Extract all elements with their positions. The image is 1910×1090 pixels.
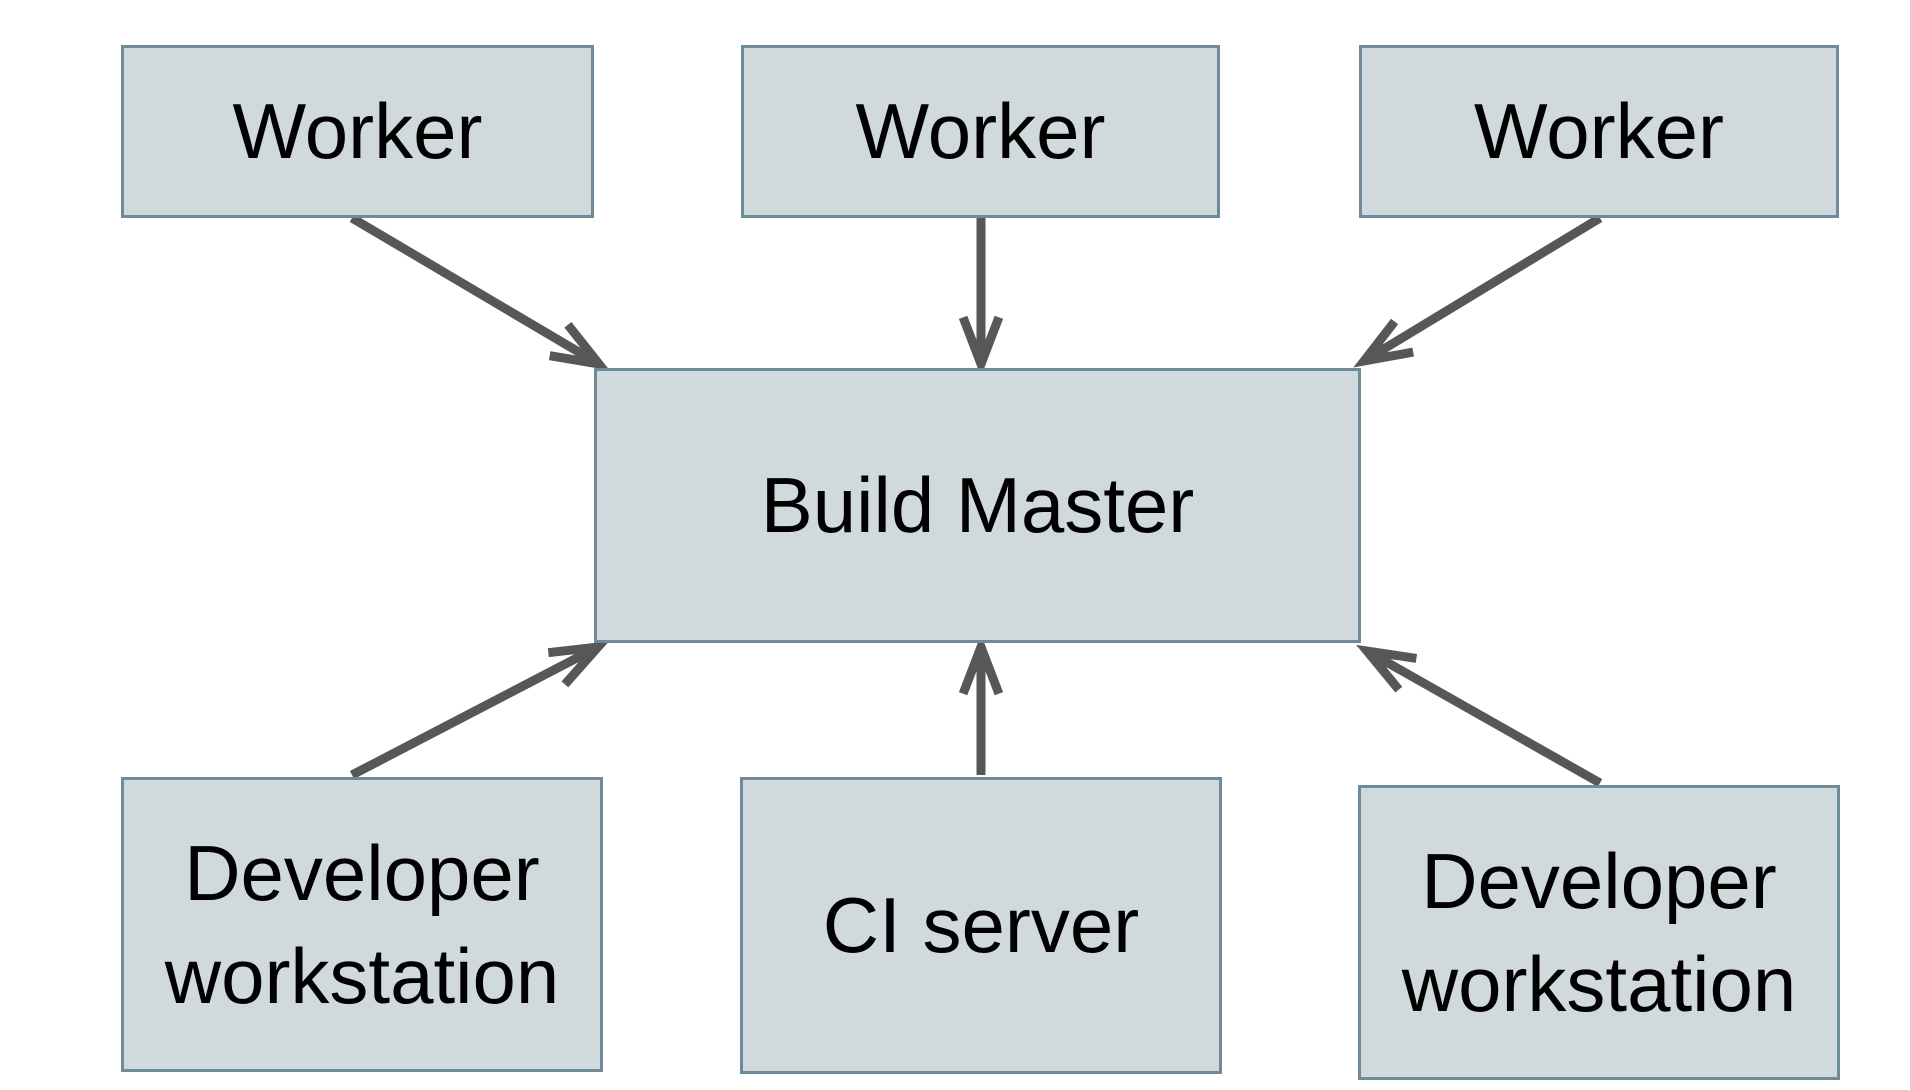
arrow-developer-workstation-left-to-build-master [349, 641, 610, 779]
node-label: Worker [1474, 87, 1724, 176]
node-ci-server: CI server [740, 777, 1222, 1074]
node-build-master: Build Master [594, 368, 1361, 643]
node-worker-1: Worker [121, 45, 594, 218]
arrow-worker-3-to-build-master [1353, 214, 1603, 368]
node-label: Worker [232, 87, 483, 176]
node-label: Developer workstation [1401, 836, 1797, 1028]
arrow-worker-1-to-build-master [349, 214, 610, 371]
node-label: CI server [822, 881, 1140, 970]
node-developer-workstation-left: Developer workstation [121, 777, 603, 1072]
arrow-developer-workstation-right-to-build-master [1356, 644, 1603, 787]
arrow-ci-server-to-build-master [958, 634, 1004, 775]
arrow-worker-2-to-build-master [958, 218, 1004, 377]
node-developer-workstation-right: Developer workstation [1358, 785, 1840, 1080]
node-label: Worker [855, 87, 1106, 176]
node-label: Build Master [760, 461, 1195, 550]
node-worker-2: Worker [741, 45, 1220, 218]
node-label: Developer workstation [164, 828, 560, 1020]
node-worker-3: Worker [1359, 45, 1839, 218]
